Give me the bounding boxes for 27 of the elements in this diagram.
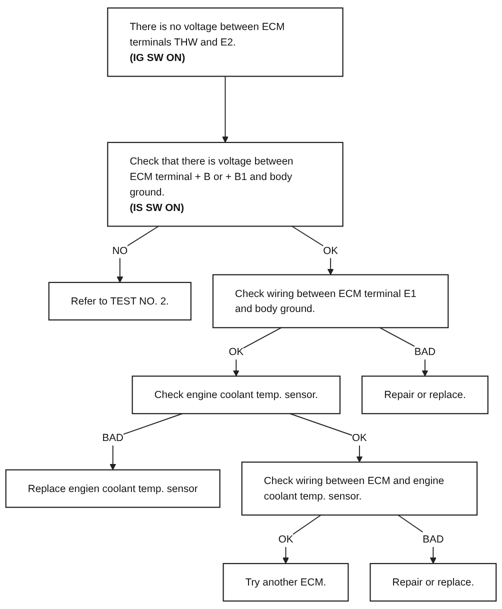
edge-label: BAD (422, 533, 444, 545)
arrow (282, 514, 322, 564)
node-box: Check wiring between ECM and engine coolant temp. sensor. (241, 462, 478, 516)
arrow (289, 413, 363, 462)
edge-label: BAD (102, 432, 124, 444)
node-box: There is no voltage between ECM terminals THW and E2. (IG SW ON) (107, 7, 344, 77)
arrow (222, 76, 228, 143)
arrow (110, 413, 183, 470)
edge-label: OK (352, 432, 367, 444)
node-box: Repair or replace. (370, 563, 497, 602)
arrow (116, 226, 160, 283)
edge-label: NO (112, 244, 128, 256)
arrow (232, 327, 282, 376)
edge-label: BAD (414, 346, 436, 358)
arrow (397, 514, 436, 564)
edge-label: OK (228, 346, 244, 358)
node-box: Try another ECM. (222, 563, 349, 602)
node-box: Check wiring between ECM terminal E1 and body ground. (212, 274, 449, 328)
node-box: Check that there is voltage between ECM terminal + B or + B1 and body ground. (IS SW ON) (107, 142, 344, 227)
node-box: Replace engien coolant temp. sensor (5, 469, 220, 508)
node-box: Repair or replace. (362, 376, 488, 414)
node-box: Refer to TEST NO. 2. (48, 282, 192, 320)
edge-label: OK (323, 244, 338, 256)
edge-label: OK (278, 533, 294, 545)
arrow (291, 226, 334, 276)
node-box: Check engine coolant temp. sensor. (132, 376, 341, 414)
arrow (379, 327, 428, 376)
